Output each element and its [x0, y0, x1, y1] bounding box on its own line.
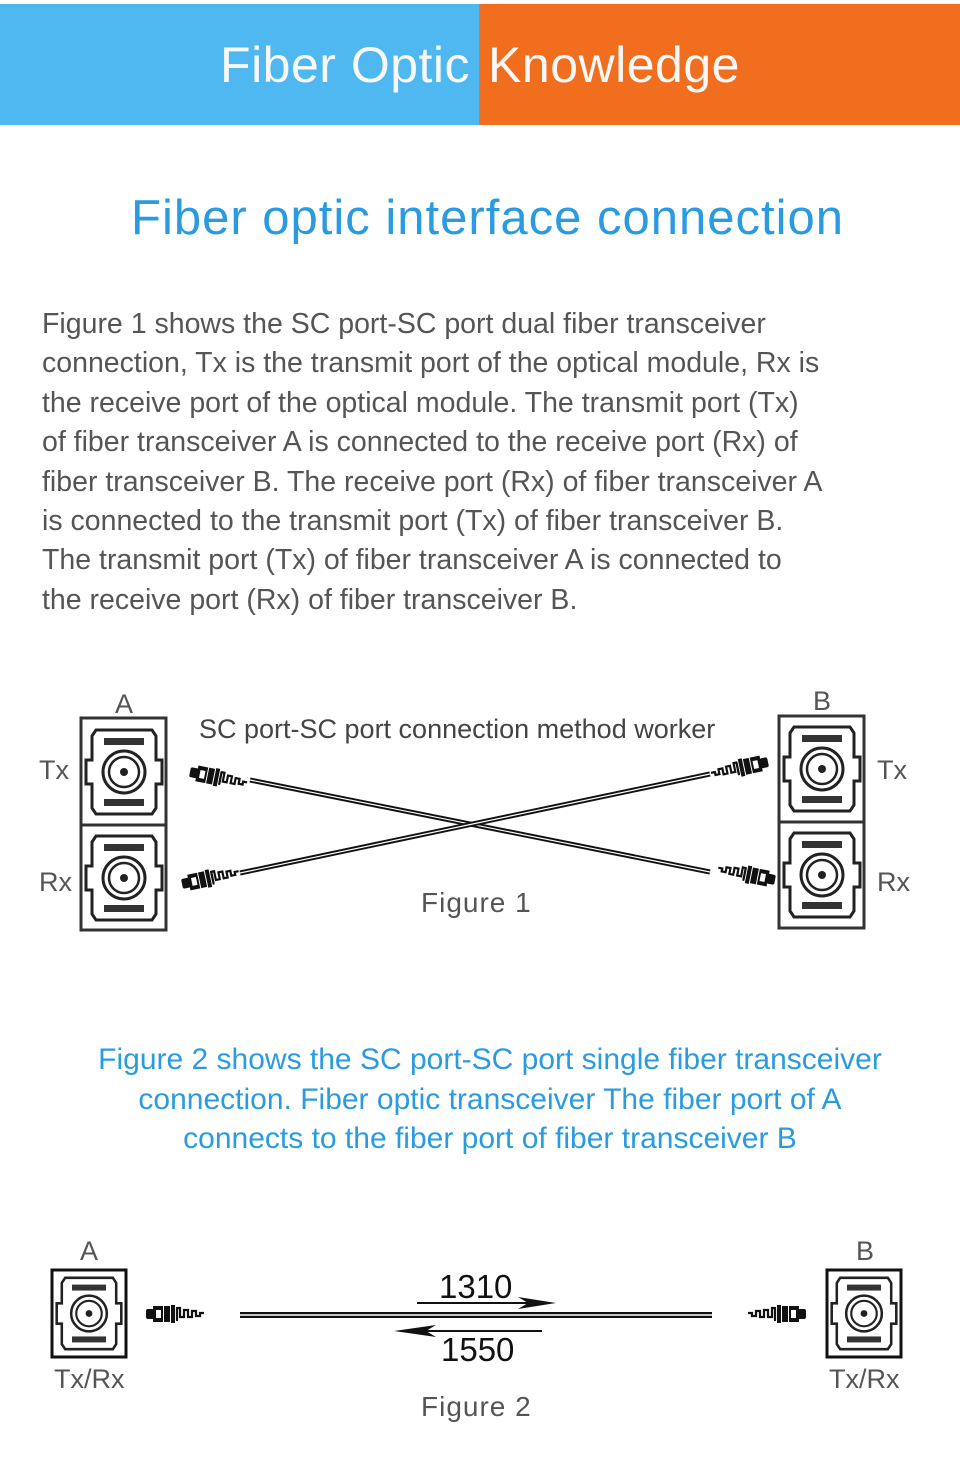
sc-port-icon [830, 1276, 898, 1351]
intro-paragraph: Figure 1 shows the SC port-SC port dual … [42, 305, 942, 620]
fiber-connector-icon [708, 752, 771, 784]
paragraph-line: fiber transceiver B. The receive port (R… [42, 465, 823, 498]
device-b-tx-label: Tx [877, 755, 907, 785]
fiber-connector-icon [746, 1303, 808, 1325]
banner-left-block [0, 4, 479, 125]
device-b-label: B [856, 1236, 875, 1266]
header-banner [0, 4, 960, 125]
device-a-tx-label: Tx [39, 755, 69, 785]
paragraph-line: the receive port of the optical module. … [42, 386, 799, 419]
fiber-cable-single [144, 1303, 808, 1325]
fiber-connector-icon [144, 1303, 206, 1325]
paragraph-line: the receive port (Rx) of fiber transceiv… [42, 583, 578, 616]
fiber-cable-a-rx-to-b-tx [179, 752, 771, 894]
wavelength-1550-label: 1550 [441, 1331, 515, 1368]
banner-title: Fiber Optic Knowledge [0, 4, 960, 125]
device-b-port-label: Tx/Rx [829, 1364, 900, 1394]
paragraph-line: Figure 1 shows the SC port-SC port dual … [42, 308, 766, 340]
device-b-label: B [813, 686, 832, 716]
banner-title-part1: Fiber Optic [220, 36, 471, 93]
device-a-label: A [80, 1236, 99, 1266]
banner-title-part2: Knowledge [488, 36, 740, 93]
fiber-connector-icon [179, 862, 242, 894]
device-a-module [79, 716, 168, 932]
figure1-caption: Figure 1 [421, 887, 532, 918]
sc-port-icon [55, 1276, 123, 1351]
device-b-module [825, 1268, 903, 1359]
description-line: connects to the fiber port of fiber tran… [183, 1122, 797, 1155]
device-a-rx-label: Rx [39, 867, 72, 897]
device-b-rx-label: Rx [877, 867, 910, 897]
device-a-module [50, 1268, 128, 1359]
paragraph-line: connection, Tx is the transmit port of t… [42, 347, 820, 380]
description-line: Figure 2 shows the SC port-SC port singl… [98, 1043, 882, 1076]
fiber-connector-icon [187, 762, 250, 794]
device-a-label: A [115, 689, 134, 719]
fiber-cable-a-tx-to-b-rx [187, 762, 778, 890]
figure1-title: SC port-SC port connection method worker [199, 714, 716, 744]
device-a-port-label: Tx/Rx [54, 1364, 125, 1394]
section-title: Fiber optic interface connection [131, 191, 844, 245]
figure2-caption: Figure 2 [421, 1391, 532, 1422]
fiber-connector-icon [715, 858, 778, 890]
paragraph-line: of fiber transceiver A is connected to t… [42, 426, 798, 459]
paragraph-line: The transmit port (Tx) of fiber transcei… [42, 544, 782, 577]
description-line: connection. Fiber optic transceiver The … [138, 1082, 842, 1116]
figure2-description: Figure 2 shows the SC port-SC port singl… [0, 1040, 960, 1159]
device-b-module [777, 714, 866, 930]
wavelength-1310-label: 1310 [439, 1268, 513, 1305]
banner-right-block [479, 4, 960, 125]
figure1-diagram [79, 714, 866, 932]
paragraph-line: is connected to the transmit port (Tx) o… [42, 505, 784, 538]
